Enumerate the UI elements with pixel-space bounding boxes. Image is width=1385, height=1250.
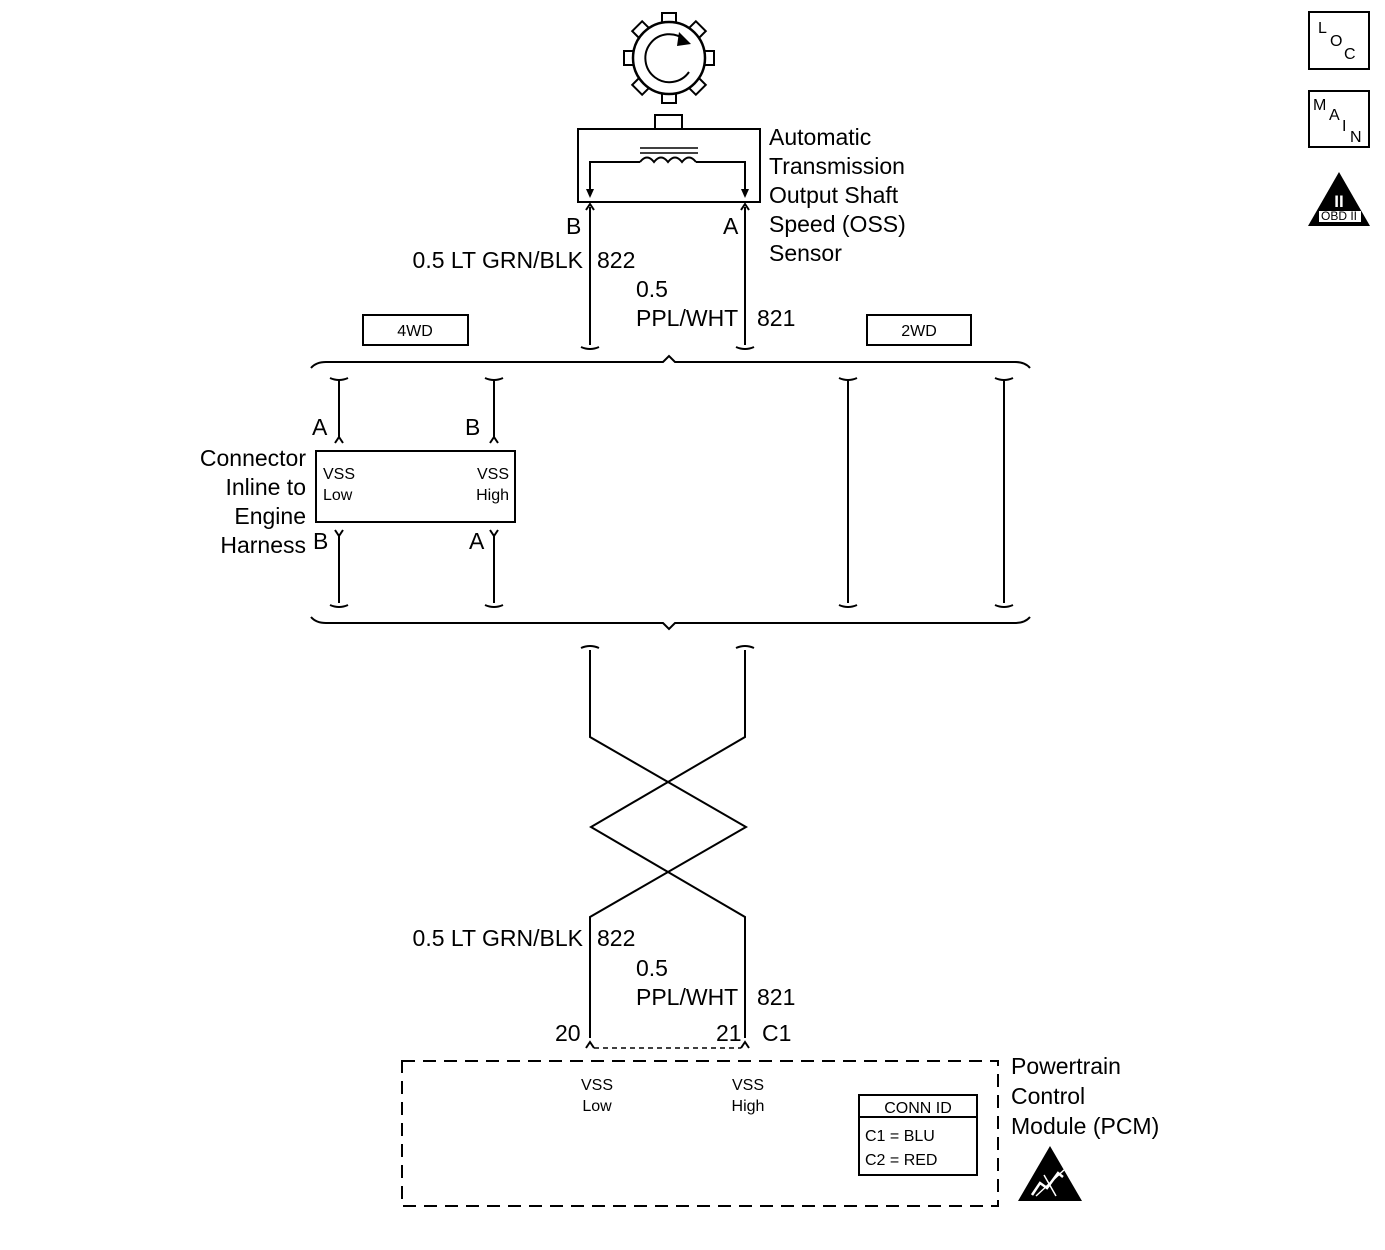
wire-822-bottom-label: 0.5 LT GRN/BLK (413, 925, 584, 951)
wire-821-bottom-color: PPL/WHT (636, 984, 738, 1010)
inline-bottom-pin-b: B (313, 528, 328, 554)
pcm-pin-21: 21 (716, 1020, 742, 1046)
option-2wd[interactable]: 2WD (866, 314, 972, 346)
svg-text:Sensor: Sensor (769, 240, 842, 266)
pcm-pin-20: 20 (555, 1020, 581, 1046)
wire-822-top-circuit: 822 (597, 247, 635, 273)
obd-ii-icon[interactable]: II OBD II (1308, 172, 1370, 226)
esd-warning-icon[interactable] (1018, 1146, 1082, 1201)
pcm-connector-c1[interactable] (585, 1040, 750, 1049)
option-brace-top (310, 354, 1031, 369)
main-letter-n: N (1350, 129, 1362, 146)
svg-text:Transmission: Transmission (769, 153, 905, 179)
inline-top-pin-b: B (465, 414, 480, 440)
inline-top-pin-a: A (312, 414, 328, 440)
twisted-pair[interactable] (580, 645, 755, 1038)
pcm-module-name: Powertrain Control Module (PCM) (1011, 1053, 1159, 1139)
svg-text:VSS: VSS (323, 466, 355, 483)
wire-4wd-a-lower[interactable] (484, 529, 504, 608)
pcm-vss-high-1: VSS (732, 1077, 764, 1094)
conn-id-row-c1: C1 = BLU (865, 1128, 935, 1145)
conn-id-row-c2: C2 = RED (865, 1152, 937, 1169)
main-letter-m: M (1313, 97, 1326, 114)
main-letter-i: I (1342, 118, 1346, 135)
sensor-pin-b: B (566, 213, 581, 239)
oss-sensor[interactable] (577, 114, 761, 203)
loc-badge[interactable]: L O C (1308, 11, 1370, 70)
loc-letter-l: L (1318, 20, 1327, 37)
svg-text:2WD: 2WD (901, 323, 937, 340)
svg-text:Speed (OSS): Speed (OSS) (769, 211, 906, 237)
wire-2wd-right[interactable] (994, 377, 1014, 608)
option-4wd[interactable]: 4WD (362, 314, 469, 346)
svg-text:Control: Control (1011, 1083, 1085, 1109)
sensor-pin-a: A (723, 213, 739, 239)
wire-4wd-a-upper[interactable] (329, 377, 349, 444)
wire-822-top-label: 0.5 LT GRN/BLK (413, 247, 584, 273)
wire-4wd-b-lower[interactable] (329, 529, 349, 608)
wire-4wd-b-upper[interactable] (484, 377, 504, 444)
svg-text:Inline to: Inline to (225, 474, 306, 500)
svg-text:Automatic: Automatic (769, 124, 871, 150)
wire-821-top-color: PPL/WHT (636, 305, 738, 331)
pcm-connector-id: C1 (762, 1020, 791, 1046)
main-badge[interactable]: M A I N (1308, 90, 1370, 148)
obd-text: OBD II (1321, 209, 1357, 223)
conn-id-table: CONN ID C1 = BLU C2 = RED (858, 1094, 978, 1176)
conn-id-title: CONN ID (884, 1100, 952, 1117)
wire-2wd-left[interactable] (838, 377, 858, 608)
svg-text:Engine: Engine (234, 503, 306, 529)
loc-letter-o: O (1330, 33, 1342, 50)
oss-sensor-name: Automatic Transmission Output Shaft Spee… (769, 124, 906, 266)
wire-821-top-circuit: 821 (757, 305, 795, 331)
pcm-vss-low-1: VSS (581, 1077, 613, 1094)
svg-text:Output Shaft: Output Shaft (769, 182, 899, 208)
svg-text:Module (PCM): Module (PCM) (1011, 1113, 1159, 1139)
svg-text:VSS: VSS (477, 466, 509, 483)
svg-text:4WD: 4WD (397, 323, 433, 340)
svg-text:Powertrain: Powertrain (1011, 1053, 1121, 1079)
gear-icon (623, 12, 715, 104)
svg-text:Harness: Harness (220, 532, 306, 558)
main-letter-a: A (1329, 107, 1340, 124)
pcm-vss-high-2: High (732, 1098, 765, 1115)
wire-822-top[interactable] (580, 202, 600, 350)
obd-numeral: II (1334, 192, 1343, 211)
svg-text:Low: Low (323, 487, 353, 504)
pcm-vss-low-2: Low (582, 1098, 612, 1115)
wire-821-bottom-size: 0.5 (636, 955, 668, 981)
inline-bottom-pin-a: A (469, 528, 485, 554)
pcm-module[interactable]: VSS Low VSS High (401, 1060, 999, 1207)
svg-text:High: High (476, 487, 509, 504)
svg-text:Connector: Connector (200, 445, 306, 471)
wire-821-top-size: 0.5 (636, 276, 668, 302)
option-brace-bottom (310, 616, 1031, 631)
inline-connector[interactable]: VSS Low VSS High (315, 450, 516, 523)
wire-821-bottom-circuit: 821 (757, 984, 795, 1010)
inline-connector-name: Connector Inline to Engine Harness (200, 445, 306, 558)
loc-letter-c: C (1344, 46, 1356, 63)
wire-822-bottom-circuit: 822 (597, 925, 635, 951)
wire-821-top[interactable] (735, 202, 755, 350)
